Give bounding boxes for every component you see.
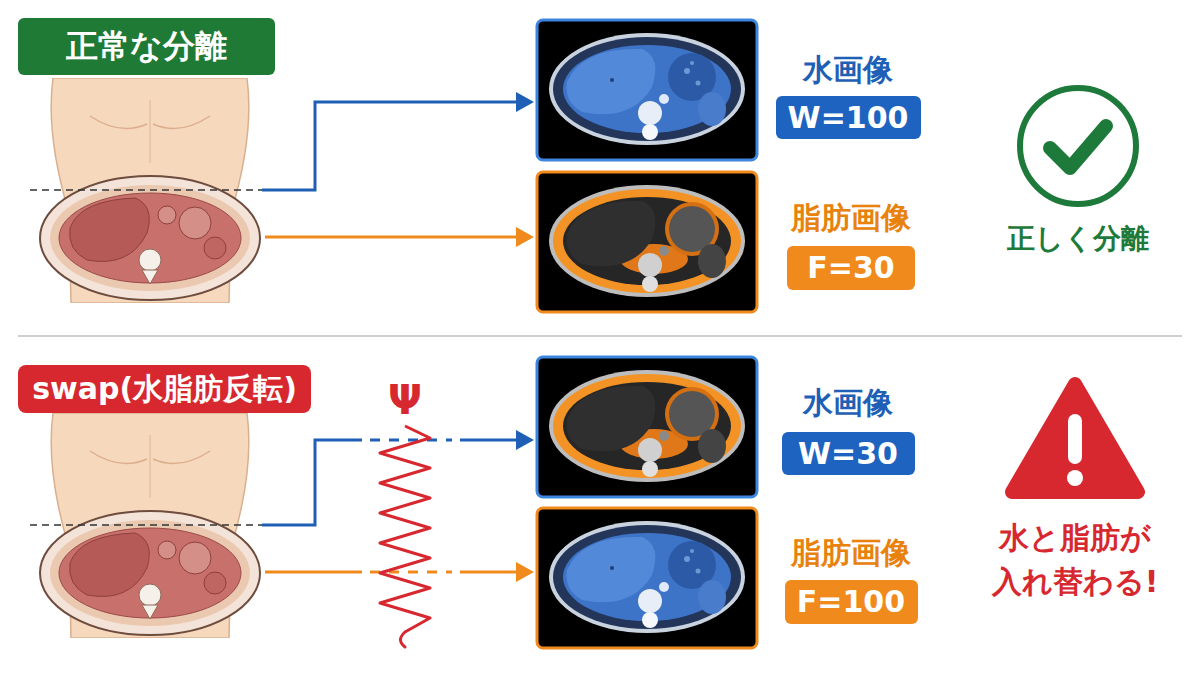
value-badge: F=100 xyxy=(785,580,918,624)
warning-bar xyxy=(1068,414,1082,464)
phase-symbol: Ψ xyxy=(388,380,422,420)
image-frame xyxy=(537,172,757,312)
fat-arrow xyxy=(460,571,518,574)
water-arrow xyxy=(262,440,362,525)
image-title: 脂肪画像 xyxy=(791,535,911,571)
node-text: W=30 xyxy=(798,436,898,472)
status-text: 正しく分離 xyxy=(1007,222,1149,256)
image-title: 脂肪画像 xyxy=(791,200,911,236)
section-tag: 正常な分離 xyxy=(18,18,275,75)
check-circle xyxy=(1020,88,1136,204)
image-frame xyxy=(537,20,757,160)
section-tag: swap(水脂肪反転) xyxy=(18,365,311,413)
slice-line xyxy=(30,524,262,526)
fat-arrow xyxy=(265,571,362,574)
image-title: 水画像 xyxy=(803,385,893,421)
value-badge: W=30 xyxy=(782,432,915,475)
node-text: W=100 xyxy=(788,100,909,136)
swapped-fat-image xyxy=(542,513,752,643)
warning-triangle xyxy=(1012,384,1138,492)
water-arrow xyxy=(262,102,518,190)
node-text: swap(水脂肪反転) xyxy=(32,371,297,407)
image-frame xyxy=(537,508,757,648)
image-title: 水画像 xyxy=(803,52,893,88)
fat-arrow xyxy=(265,236,518,239)
fat-ct-image xyxy=(542,177,752,307)
phase-zigzag xyxy=(380,426,430,632)
check-mark xyxy=(1050,126,1106,168)
image-frame xyxy=(537,357,757,497)
water-ct-image xyxy=(542,25,752,155)
arrow-head xyxy=(516,92,534,112)
water-arrow-broken xyxy=(370,439,452,442)
arrow-head xyxy=(516,562,534,582)
slice-line xyxy=(30,189,262,191)
node-text: 正常な分離 xyxy=(66,27,227,65)
value-badge: F=30 xyxy=(787,246,915,290)
node-text: F=100 xyxy=(797,584,905,620)
water-arrow xyxy=(460,439,518,442)
arrow-head xyxy=(516,227,534,247)
section-divider xyxy=(18,335,1182,337)
warning-dot xyxy=(1067,470,1083,486)
value-badge: W=100 xyxy=(776,96,921,139)
warning-text: 水と脂肪が 入れ替わる! xyxy=(975,516,1175,603)
phase-tail xyxy=(401,632,406,647)
arrow-head xyxy=(516,430,534,450)
node-text: F=30 xyxy=(807,250,894,286)
swapped-water-image xyxy=(542,362,752,492)
